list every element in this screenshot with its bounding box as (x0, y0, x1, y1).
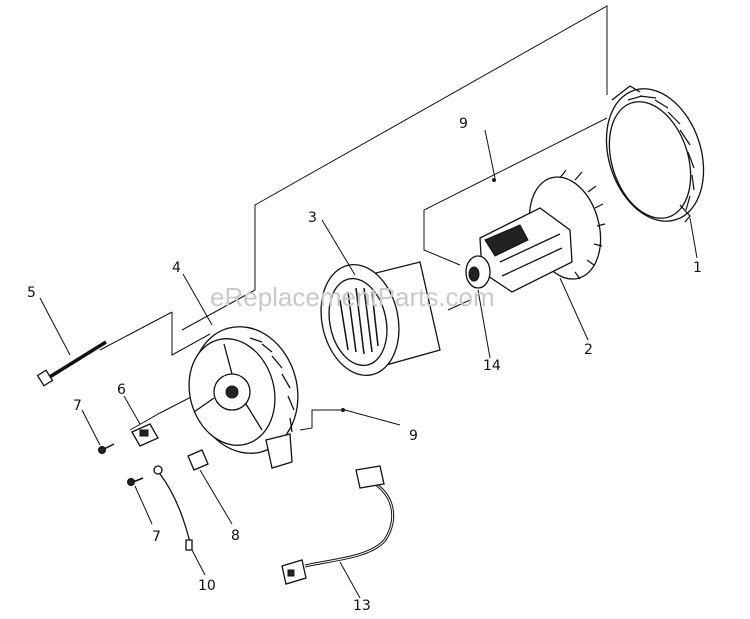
callout-7a: 7 (73, 398, 82, 414)
through-bolt (36, 297, 107, 387)
callout-9b: 9 (409, 428, 418, 444)
callout-4: 4 (172, 260, 181, 276)
tie-marker-lower (341, 408, 345, 412)
brush-holder (123, 395, 159, 447)
end-cover-ring (605, 85, 705, 259)
callout-labels: 1 2 3 4 5 6 7 7 8 9 9 10 13 14 (27, 116, 702, 614)
rotor-assembly (465, 169, 606, 341)
watermark: eReplacementParts.com (210, 282, 495, 312)
callout-8: 8 (231, 528, 240, 544)
callout-7b: 7 (152, 529, 161, 545)
callout-9a: 9 (459, 116, 468, 132)
front-housing (182, 273, 299, 469)
stator (320, 219, 441, 376)
callout-10: 10 (198, 578, 216, 594)
shaft-leader (477, 289, 491, 359)
callout-14: 14 (483, 358, 501, 374)
callout-6: 6 (117, 382, 126, 398)
tie-marker-upper (492, 178, 496, 182)
callout-1: 1 (693, 260, 702, 276)
callout-2: 2 (584, 342, 593, 358)
clip (187, 449, 233, 525)
assembly-lines (99, 5, 608, 431)
wire-harness (281, 465, 395, 599)
ground-wire (153, 465, 206, 576)
callout-3: 3 (308, 210, 317, 226)
screws (81, 409, 153, 525)
callout-13: 13 (353, 598, 371, 614)
callout-5: 5 (27, 285, 36, 301)
